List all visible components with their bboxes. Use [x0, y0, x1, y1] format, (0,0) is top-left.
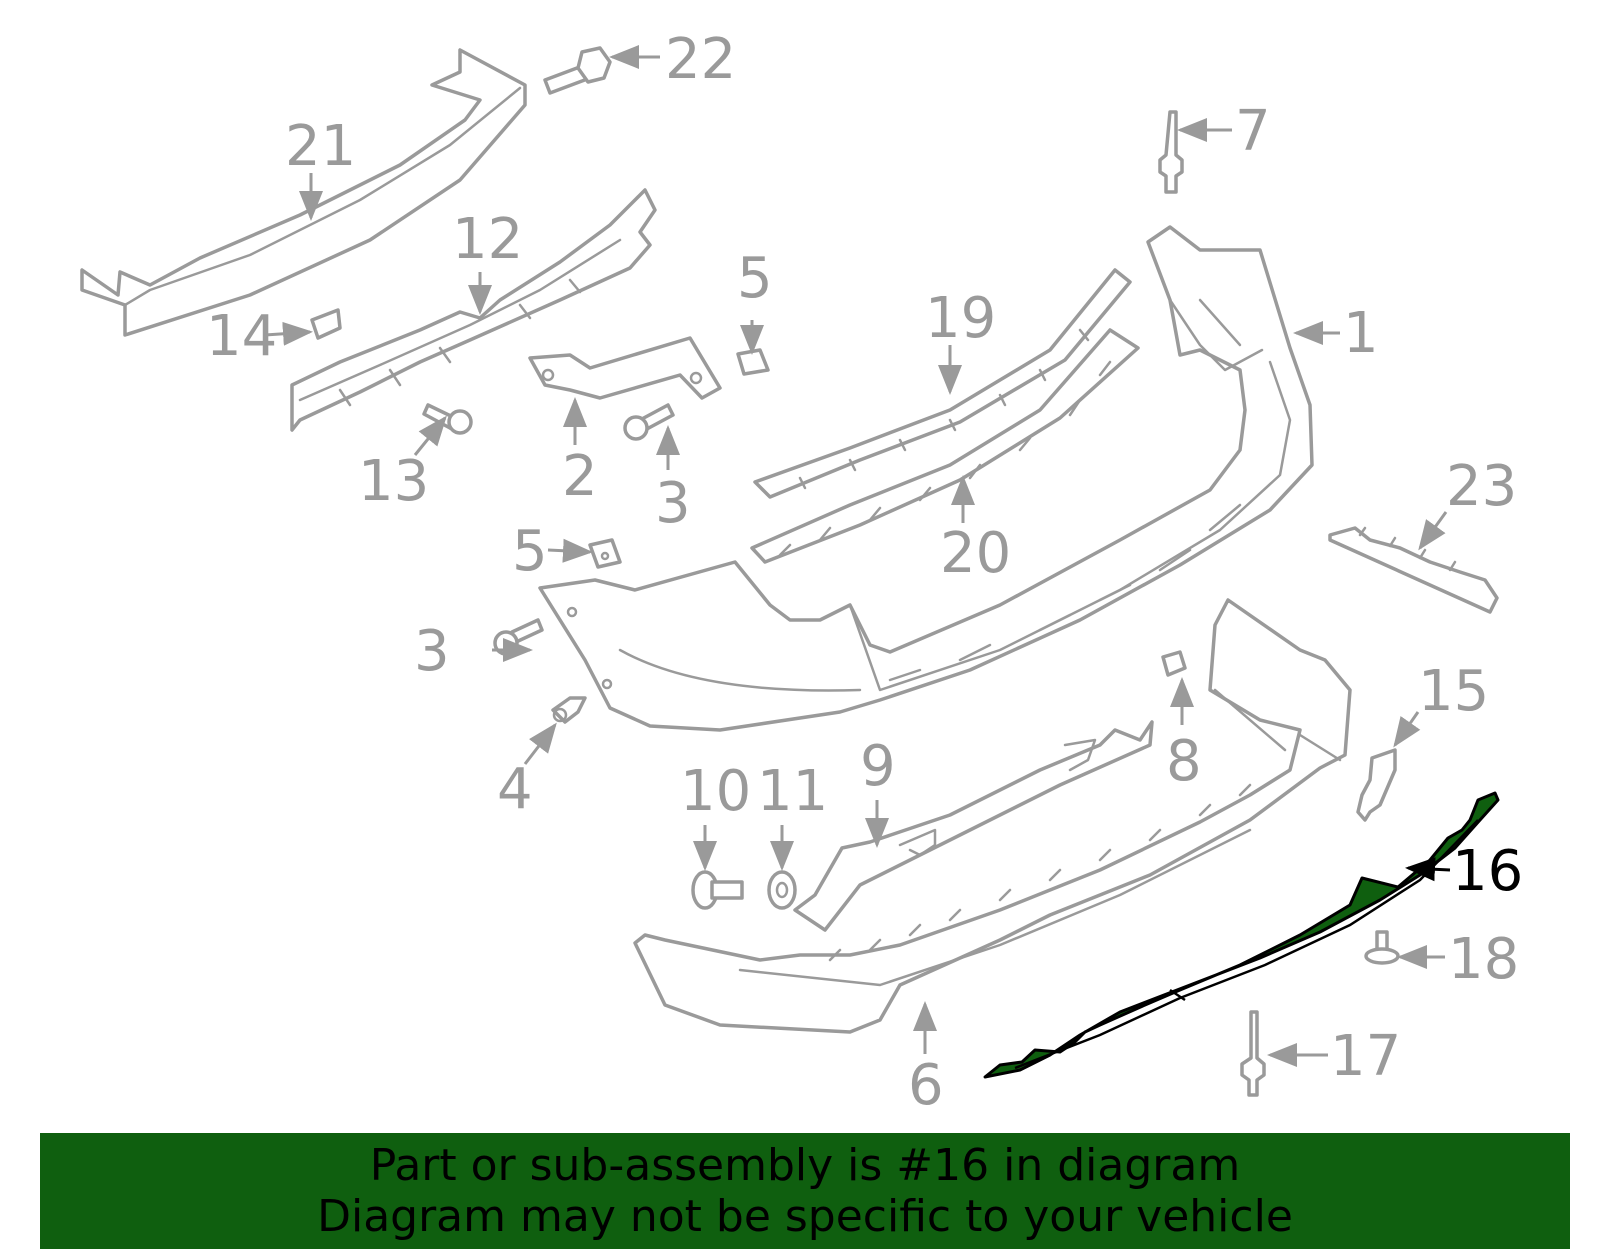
part-21-reinforcement-bar[interactable] [80, 48, 527, 337]
callout-19: 19 [925, 286, 996, 351]
part-12-absorber[interactable] [290, 188, 657, 432]
callout-22: 22 [665, 27, 736, 92]
part-20-strip[interactable] [750, 328, 1140, 564]
part-17-rivet[interactable] [1240, 1010, 1266, 1097]
part-9-absorber[interactable] [793, 720, 1154, 932]
callout-6: 6 [908, 1053, 944, 1118]
part-15-bracket[interactable] [1356, 748, 1397, 822]
part-6-lower-valance[interactable] [633, 598, 1352, 1034]
callout-10: 10 [680, 759, 751, 824]
part-1-bumper-cover[interactable] [538, 225, 1314, 732]
info-banner: Part or sub-assembly is #16 in diagram D… [40, 1133, 1570, 1249]
part-14-clip[interactable] [310, 308, 342, 340]
callout-3-upper: 3 [655, 471, 691, 536]
banner-line-2: Diagram may not be specific to your vehi… [317, 1191, 1293, 1242]
part-3-bolt-upper[interactable] [623, 403, 675, 441]
callout-arrows [264, 45, 1451, 1067]
callout-11: 11 [757, 759, 828, 824]
callout-13: 13 [358, 449, 429, 514]
part-18-bolt[interactable] [1364, 930, 1400, 965]
callout-5-lower: 5 [512, 519, 548, 584]
callout-17: 17 [1330, 1024, 1401, 1089]
part-23-bracket[interactable] [1328, 526, 1499, 614]
part-5-clip-upper[interactable] [736, 348, 770, 376]
part-4-push-pin[interactable] [551, 696, 587, 724]
callout-21: 21 [285, 114, 356, 179]
callout-2: 2 [562, 444, 598, 509]
part-13-bolt[interactable] [422, 403, 473, 435]
callout-18: 18 [1448, 927, 1519, 992]
callout-7: 7 [1235, 99, 1271, 164]
callout-20: 20 [940, 521, 1011, 586]
part-22-bolt[interactable] [543, 46, 612, 95]
part-2-bracket[interactable] [528, 336, 722, 400]
part-7-rivet[interactable] [1158, 110, 1184, 194]
part-19-strip[interactable] [753, 268, 1132, 499]
part-11-washer[interactable] [767, 870, 797, 910]
callout-3-lower: 3 [414, 619, 450, 684]
callout-12: 12 [452, 207, 523, 272]
callout-16-highlighted: 16 [1452, 839, 1523, 904]
part-5-clip-lower[interactable] [588, 538, 622, 569]
callout-labels: 1 2 3 3 4 5 5 6 7 8 9 10 11 12 13 14 15 … [206, 27, 1523, 1118]
callout-15: 15 [1418, 659, 1489, 724]
part-10-rivet[interactable] [691, 870, 744, 910]
part-8-clip[interactable] [1161, 650, 1187, 677]
callout-14: 14 [206, 304, 277, 369]
callout-4: 4 [497, 757, 533, 822]
callout-9: 9 [860, 734, 896, 799]
callout-1: 1 [1343, 301, 1379, 366]
callout-5-upper: 5 [737, 246, 773, 311]
callout-23: 23 [1446, 454, 1517, 519]
banner-line-1: Part or sub-assembly is #16 in diagram [369, 1140, 1241, 1191]
callout-8: 8 [1166, 729, 1202, 794]
